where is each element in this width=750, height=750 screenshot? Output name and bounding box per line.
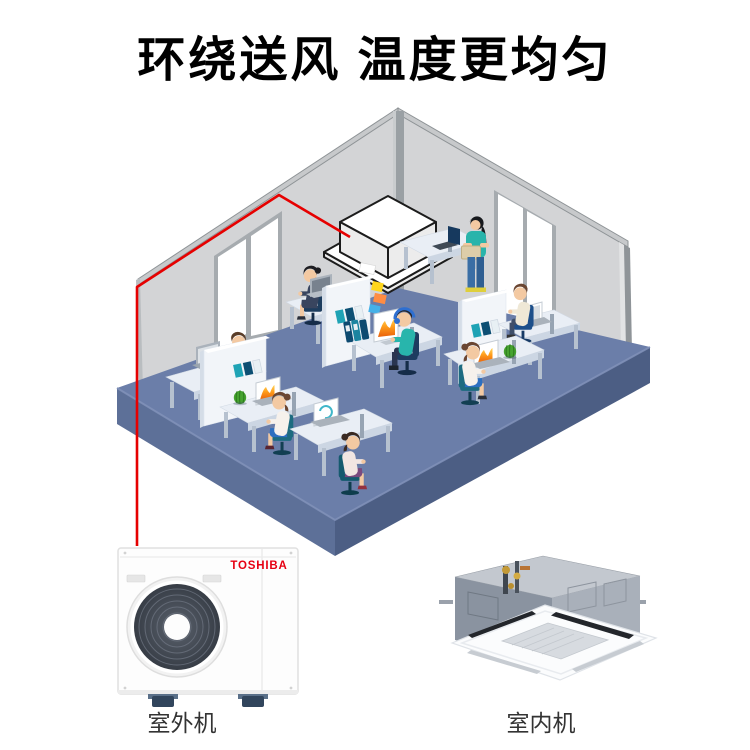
partition-center — [322, 262, 387, 368]
counter-slot — [432, 241, 458, 250]
indoor-unit-photo — [439, 555, 658, 681]
workstation-standing — [399, 216, 489, 292]
person-man-headphones — [389, 307, 419, 376]
binders — [343, 319, 370, 343]
left-wall — [136, 107, 399, 394]
ceiling-cassette-illustration — [323, 195, 453, 294]
person-standing-woman — [461, 216, 489, 292]
valves — [502, 561, 530, 594]
laptop-clock-screen — [310, 397, 350, 427]
platform-side-left — [117, 388, 335, 556]
office-room — [116, 107, 651, 556]
sticky-notes — [358, 262, 387, 315]
refrigerant-line — [135, 193, 351, 546]
left-wall-door — [214, 211, 282, 361]
shelf-items — [335, 305, 365, 324]
outdoor-fan-icon — [126, 576, 228, 678]
shelf-items — [233, 359, 263, 378]
outdoor-unit-label: 室外机 — [148, 710, 217, 736]
workstation-right — [443, 283, 581, 406]
workstation-center — [285, 262, 443, 388]
indoor-unit-label: 室内机 — [507, 710, 576, 736]
standing-laptop — [448, 226, 460, 245]
indoor-unit-panel — [450, 604, 658, 681]
platform-side-right — [335, 347, 650, 556]
shelf-items — [471, 319, 501, 338]
workstation-left — [165, 331, 393, 496]
toshiba-logo: TOSHIBA — [230, 560, 287, 572]
headline: 环绕送风 温度更均匀 — [137, 34, 613, 87]
headphones-icon — [393, 307, 416, 320]
outdoor-unit-photo: TOSHIBA — [117, 547, 299, 707]
laptop-flame-right — [470, 339, 510, 369]
